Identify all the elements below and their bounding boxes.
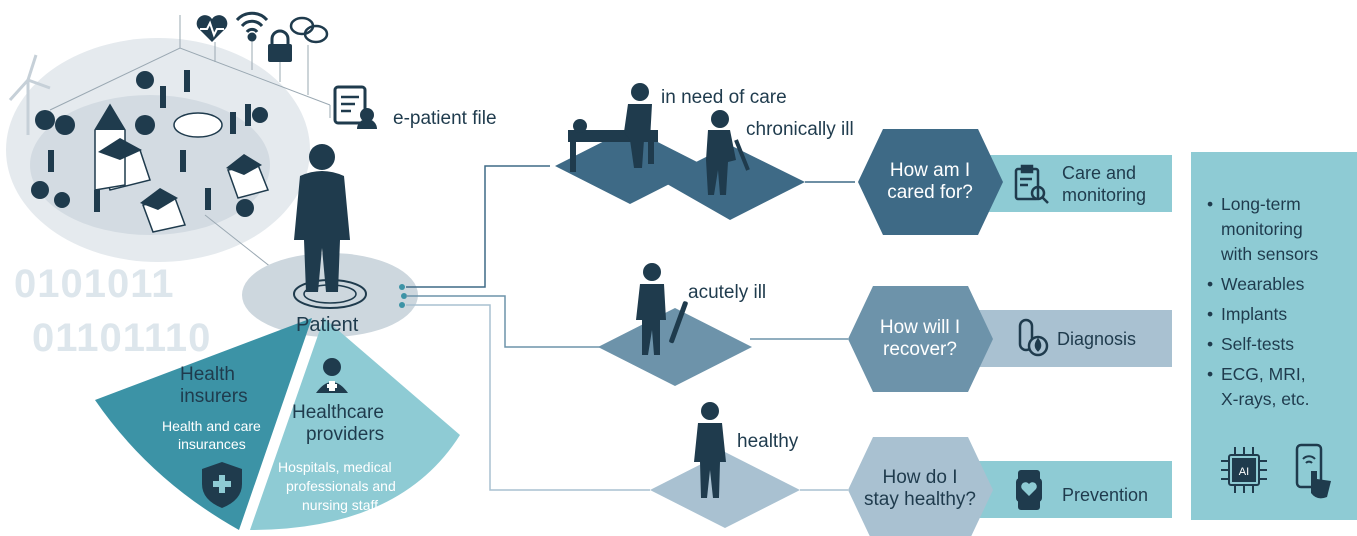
insurers-title-2: insurers bbox=[180, 386, 248, 407]
question-recover-line1: How will I bbox=[879, 317, 961, 338]
patient-label: Patient bbox=[296, 314, 359, 336]
ai-chip-label: AI bbox=[1239, 466, 1249, 478]
epatient-label: e-patient file bbox=[393, 108, 497, 129]
city-people bbox=[48, 70, 251, 212]
shield-cross-icon bbox=[202, 462, 242, 508]
clipboard-search-icon bbox=[1014, 164, 1049, 204]
phone-touch-icon bbox=[1295, 443, 1331, 499]
state-need-care: in need of care bbox=[661, 87, 787, 108]
state-acute: acutely ill bbox=[688, 282, 767, 303]
tech-item-self-tests: Self-tests bbox=[1207, 332, 1318, 357]
healthy-figure bbox=[694, 402, 726, 498]
tile-acute bbox=[598, 308, 752, 386]
providers-sub-2: professionals and bbox=[286, 478, 396, 494]
question-care-line1: How am I bbox=[889, 160, 971, 181]
chat-icon bbox=[289, 16, 329, 44]
question-recover: How will I recover? bbox=[858, 317, 982, 361]
nurse-icon bbox=[316, 358, 348, 393]
providers-wedge bbox=[250, 318, 460, 530]
heart-pulse-icon bbox=[196, 15, 228, 43]
city-roofs bbox=[95, 105, 262, 210]
patient-figure bbox=[294, 144, 350, 292]
connector-lines bbox=[406, 165, 855, 491]
binary-row-1: 0101011 bbox=[14, 262, 175, 306]
binary-row-2: 01101110 bbox=[32, 316, 212, 360]
lock-icon bbox=[268, 29, 292, 62]
outcome-care-line2: monitoring bbox=[1062, 185, 1147, 205]
hex-care bbox=[858, 129, 1003, 235]
state-chronic: chronically ill bbox=[746, 119, 854, 140]
tech-item-imaging: ECG, MRI,X-rays, etc. bbox=[1207, 362, 1318, 412]
test-tube-icon bbox=[1018, 318, 1049, 357]
insurers-wedge bbox=[95, 318, 312, 530]
providers-title-1: Healthcare bbox=[292, 402, 384, 423]
patient-platform bbox=[242, 253, 418, 337]
windmill bbox=[8, 54, 51, 135]
question-healthy: How do I stay healthy? bbox=[856, 467, 984, 511]
tech-item-wearables: Wearables bbox=[1207, 272, 1318, 297]
outcome-care: Care and monitoring bbox=[1062, 162, 1146, 206]
question-care-line2: cared for? bbox=[887, 182, 973, 203]
tile-chronic bbox=[660, 145, 805, 220]
question-healthy-line2: stay healthy? bbox=[864, 489, 976, 510]
wifi-icon bbox=[235, 11, 269, 42]
insurers-sub-1: Health and care bbox=[162, 418, 261, 434]
tech-item-implants: Implants bbox=[1207, 302, 1318, 327]
providers-title-2: providers bbox=[306, 424, 385, 445]
providers-sub-1: Hospitals, medical bbox=[278, 459, 392, 475]
outcome-prevention: Prevention bbox=[1062, 485, 1149, 505]
chronic-figure bbox=[706, 110, 750, 195]
smartwatch-icon bbox=[1016, 470, 1042, 510]
outcome-care-line1: Care and bbox=[1062, 163, 1137, 183]
document-person-icon bbox=[333, 85, 377, 129]
hex-recover bbox=[848, 286, 993, 392]
tile-need-care bbox=[555, 128, 705, 204]
insurers-sub-2: insurances bbox=[178, 436, 246, 452]
acute-figure bbox=[636, 263, 688, 355]
network-lines bbox=[49, 15, 331, 291]
question-care: How am I cared for? bbox=[868, 160, 992, 204]
question-healthy-line1: How do I bbox=[882, 467, 958, 488]
city-trees bbox=[31, 71, 268, 217]
insurers-title-1: Health bbox=[180, 364, 235, 385]
bed-figures bbox=[568, 83, 658, 172]
technology-icons: AI bbox=[1221, 443, 1331, 499]
state-healthy: healthy bbox=[737, 431, 799, 452]
ai-chip-icon: AI bbox=[1221, 447, 1267, 493]
tile-healthy bbox=[650, 452, 800, 528]
providers-sub-3: nursing staff bbox=[302, 497, 379, 513]
outcome-diagnosis: Diagnosis bbox=[1057, 329, 1137, 349]
question-recover-line2: recover? bbox=[883, 339, 957, 360]
hex-healthy bbox=[848, 437, 993, 536]
